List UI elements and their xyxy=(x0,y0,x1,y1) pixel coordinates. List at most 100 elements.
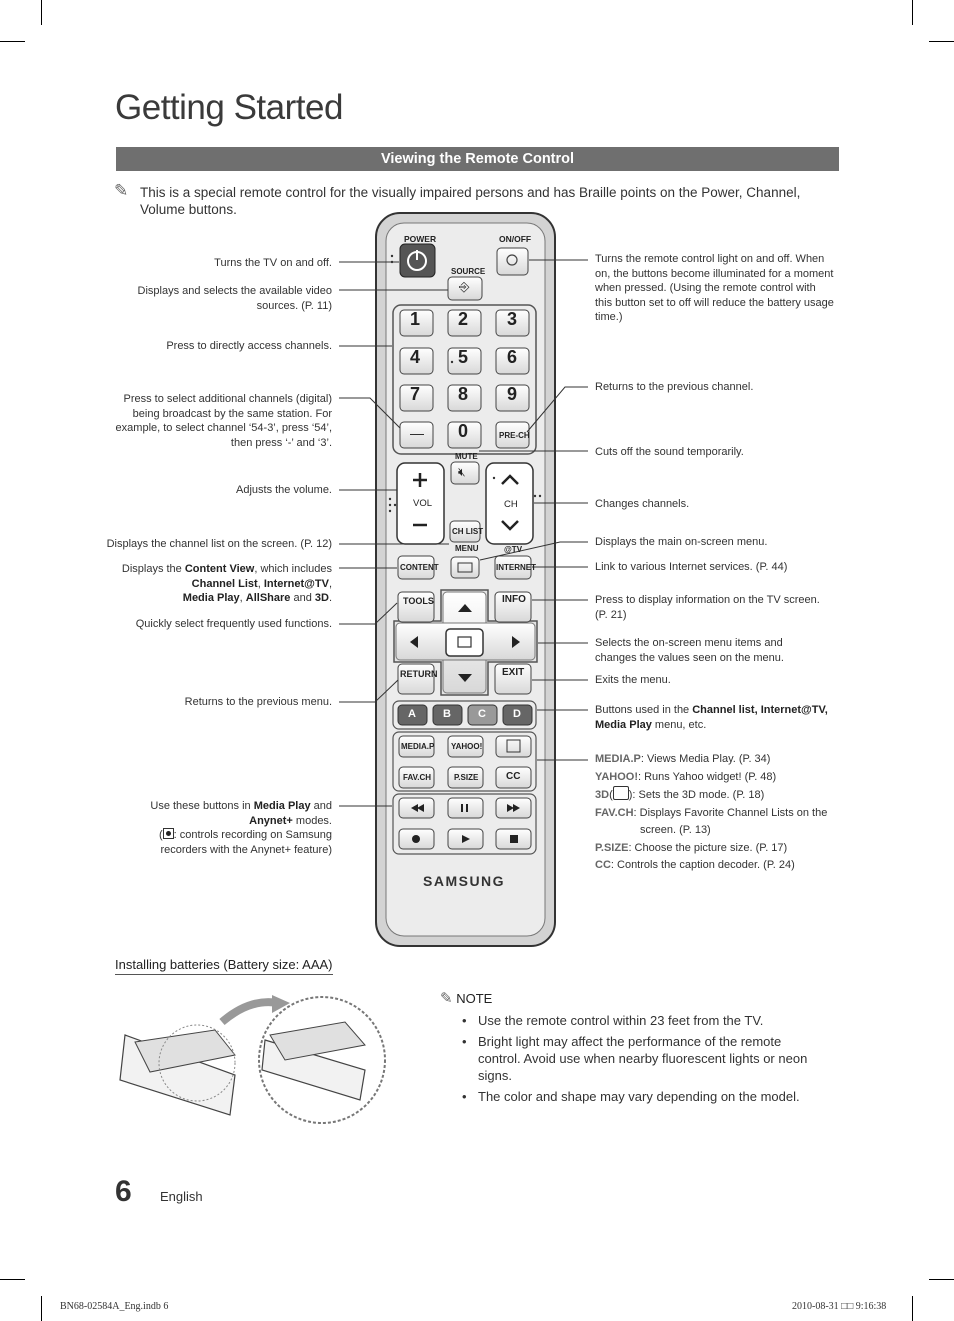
return-button[interactable]: RETURN xyxy=(400,669,438,679)
chlist-button[interactable]: CH LIST xyxy=(452,527,484,536)
text-span: YAHOO! xyxy=(595,770,638,783)
footer-left: BN68-02584A_Eng.indb 6 xyxy=(60,1301,169,1312)
text-span: : Views Media Play. (P. 34) xyxy=(640,753,771,765)
digit-9-button[interactable]: 9 xyxy=(507,384,518,404)
digits-description: Press to directly access channels. xyxy=(166,340,332,352)
text-span: Installing batteries ( xyxy=(115,957,228,972)
text-span: 3D xyxy=(595,789,610,801)
favch-line: FAV.CH: Displays Favorite Channel Lists … xyxy=(595,805,835,823)
chlist-description: Displays the channel list on the screen.… xyxy=(106,538,332,550)
digit-8-button[interactable]: 8 xyxy=(458,384,469,404)
ch-label: CH xyxy=(504,499,518,510)
digit-4-button[interactable]: 4 xyxy=(410,347,421,367)
psize-line: P.SIZE: Choose the picture size. (P. 17) xyxy=(595,840,835,858)
battery-illustration xyxy=(119,995,386,1124)
b-button[interactable]: B xyxy=(443,708,451,720)
text-span: : Controls the caption decoder. (P. 24) xyxy=(610,859,795,871)
favch-button[interactable]: FAV.CH xyxy=(403,773,432,782)
text-span: NOTE xyxy=(456,991,493,1006)
dash-button[interactable]: — xyxy=(410,425,424,441)
record-icon xyxy=(162,828,174,839)
3d-icon xyxy=(612,786,629,800)
volume-description: Adjusts the volume. xyxy=(236,484,332,496)
text-span: Media Play xyxy=(253,800,311,812)
footer-right: 2010-08-31 □□ 9:16:38 xyxy=(792,1301,887,1312)
text-span: MEDIA.P xyxy=(595,753,641,765)
text-span: Media Play xyxy=(182,592,240,604)
text-span: Content View xyxy=(184,563,255,575)
text-span: P.SIZE xyxy=(595,841,629,854)
text-span: 3D xyxy=(314,592,329,604)
exit-description: Exits the menu. xyxy=(595,674,671,686)
abcd-description: Buttons used in the Channel list, Intern… xyxy=(595,703,835,732)
pencil-icon: ✎ xyxy=(440,990,453,1007)
vol-label: VOL xyxy=(413,498,433,509)
text-span: FAV.CH xyxy=(595,806,634,819)
text-span: Use these buttons in xyxy=(150,800,254,812)
text-span: , which includes xyxy=(254,563,332,575)
text-span: Channel list, Internet@TV, Media Play xyxy=(595,704,828,731)
text-span: ( xyxy=(158,829,163,841)
page-number: 6 xyxy=(115,1175,132,1208)
text-span: AllShare xyxy=(245,592,291,604)
digit-5-button[interactable]: 5 xyxy=(458,347,469,367)
internet-button[interactable]: INTERNET xyxy=(496,563,536,572)
c-button[interactable]: C xyxy=(478,708,486,720)
digit-7-button[interactable]: 7 xyxy=(410,384,421,404)
text-span: Anynet+ xyxy=(249,814,293,827)
digit-0-button[interactable]: 0 xyxy=(458,421,469,441)
prech-button[interactable]: PRE-CH xyxy=(499,431,530,440)
text-span: ): Sets the 3D mode. (P. 18) xyxy=(628,789,765,801)
power-label: POWER xyxy=(404,234,437,244)
yahoo-button[interactable]: YAHOO! xyxy=(451,742,483,751)
text-span: modes. xyxy=(292,814,332,827)
digit-6-button[interactable]: 6 xyxy=(507,347,518,367)
exit-button[interactable]: EXIT xyxy=(502,667,525,678)
onoff-label: ON/OFF xyxy=(499,234,532,244)
content-description: Displays the Content View, which include… xyxy=(115,562,332,606)
pencil-icon: ✎ xyxy=(114,181,129,200)
text-span: Channel List xyxy=(191,577,258,590)
attv-label: @TV xyxy=(504,545,523,554)
content-button[interactable]: CONTENT xyxy=(400,563,439,572)
mute-description: Cuts off the sound temporarily. xyxy=(595,446,744,458)
tools-description: Quickly select frequently used functions… xyxy=(135,618,332,630)
3d-line: 3D(): Sets the 3D mode. (P. 18) xyxy=(595,786,835,805)
digit-2-button[interactable]: 2 xyxy=(458,309,469,329)
a-button[interactable]: A xyxy=(408,708,416,720)
text-span: Internet@TV xyxy=(263,577,329,590)
text-span: . xyxy=(328,592,332,604)
page-language: English xyxy=(160,1189,203,1204)
crop-mark xyxy=(0,1279,25,1280)
digit-1-button[interactable]: 1 xyxy=(410,309,421,329)
mediap-button[interactable]: MEDIA.P xyxy=(401,742,435,751)
dash-description: Press to select additional channels (dig… xyxy=(115,393,332,449)
channel-description: Changes channels. xyxy=(595,498,690,510)
source-icon: ⎆ xyxy=(459,279,470,294)
cc-button[interactable]: CC xyxy=(506,771,521,782)
text-span: and xyxy=(310,800,332,812)
list-item: Use the remote control within 23 feet fr… xyxy=(462,1012,827,1029)
tools-button[interactable]: TOOLS xyxy=(403,596,434,606)
section-heading: Viewing the Remote Control xyxy=(116,147,839,171)
list-item: Bright light may affect the performance … xyxy=(462,1033,827,1084)
crop-mark xyxy=(912,0,913,25)
mute-icon[interactable]: 🔇︎ xyxy=(458,465,466,479)
page-title: Getting Started xyxy=(115,88,343,127)
text-span: : Displays Favorite Channel Lists on the xyxy=(633,806,828,819)
note-list: Use the remote control within 23 feet fr… xyxy=(462,1012,827,1109)
psize-button[interactable]: P.SIZE xyxy=(454,773,479,782)
digit-3-button[interactable]: 3 xyxy=(507,309,518,329)
crop-mark xyxy=(929,1279,954,1280)
mute-label: MUTE xyxy=(455,452,478,461)
info-button[interactable]: INFO xyxy=(502,594,526,605)
text-span: CC xyxy=(595,859,611,871)
text-span: : Runs Yahoo widget! (P. 48) xyxy=(638,770,777,783)
cc-line: CC: Controls the caption decoder. (P. 24… xyxy=(595,857,835,875)
crop-mark xyxy=(929,41,954,42)
onoff-description: Turns the remote control light on and of… xyxy=(595,253,834,323)
text-span: , xyxy=(328,577,332,590)
d-button[interactable]: D xyxy=(513,708,521,720)
